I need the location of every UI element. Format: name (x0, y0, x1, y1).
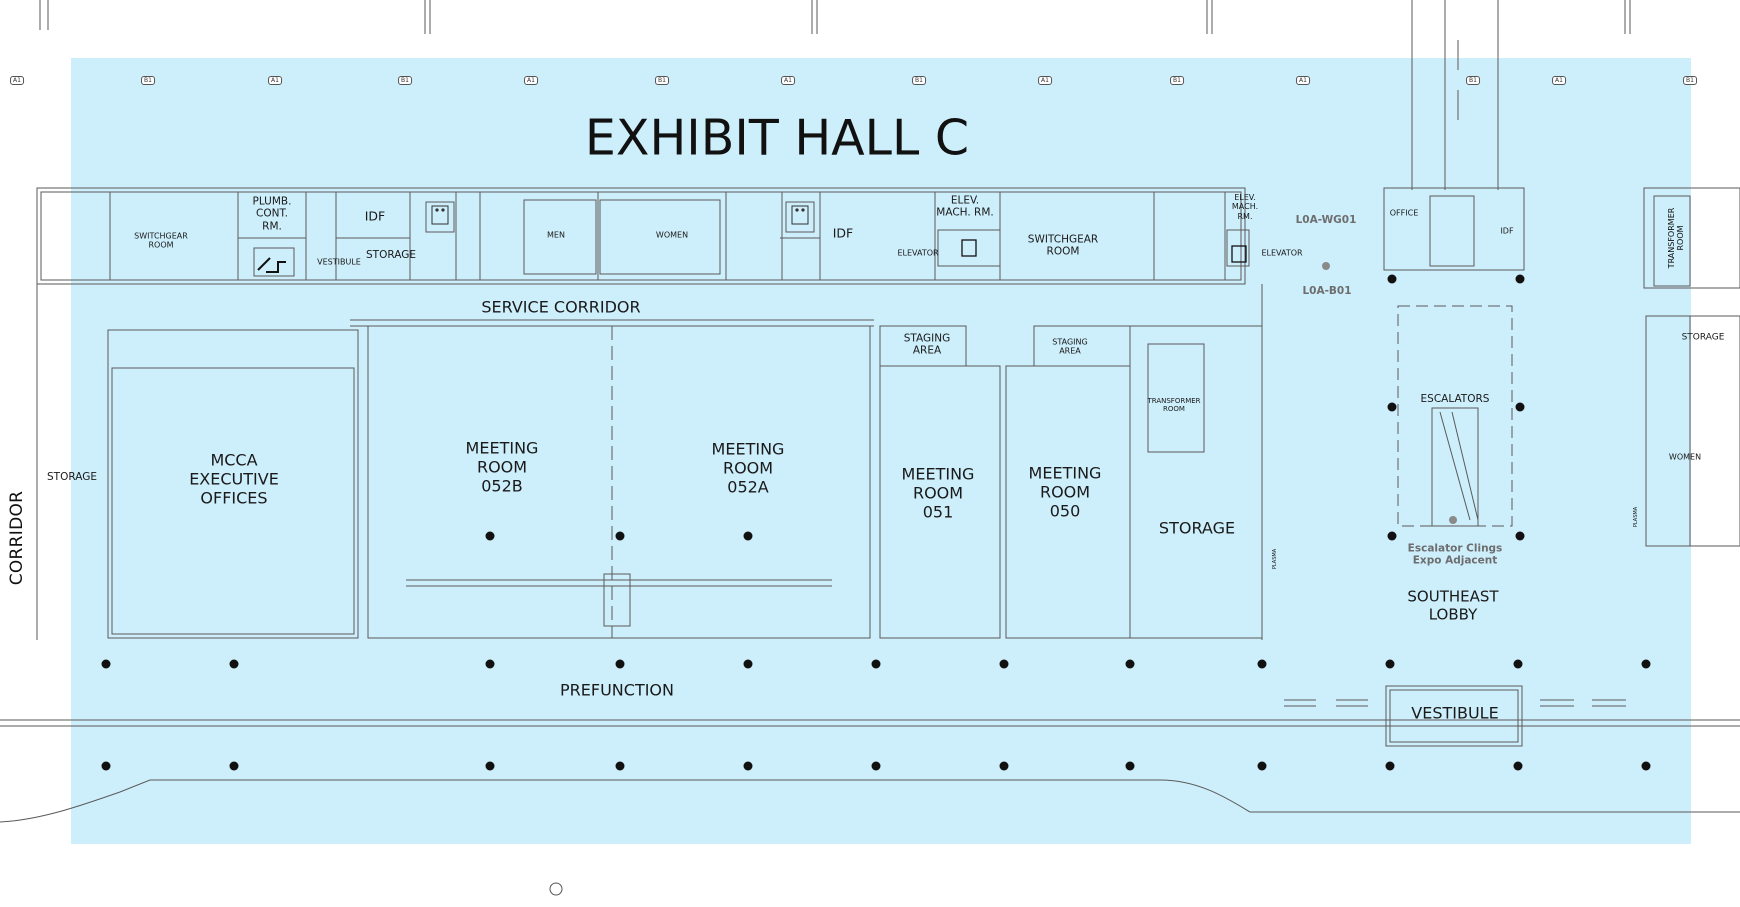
room-men[interactable]: MEN (547, 230, 565, 240)
room-elev-mach-east[interactable]: ELEV. MACH. RM. (1231, 192, 1259, 221)
room-staging-west[interactable]: STAGING AREA (903, 332, 951, 357)
plasma-screen-1: PLASMA (1272, 548, 1278, 570)
room-elev-mach-west[interactable]: ELEV. MACH. RM. (936, 194, 994, 219)
room-elevator-east[interactable]: ELEVATOR (1261, 248, 1303, 258)
grid-marker: B1 (912, 76, 926, 85)
room-idf-west[interactable]: IDF (364, 208, 386, 224)
room-vestibule-small[interactable]: VESTIBULE (317, 257, 361, 267)
room-transformer-small[interactable]: TRANSFORMER ROOM (1147, 396, 1201, 413)
elevator-icon (961, 239, 1247, 263)
corridor-label: CORRIDOR (7, 490, 27, 586)
sign-l0a-wg01[interactable]: L0A-WG01 (1295, 213, 1357, 226)
grid-marker: B1 (1466, 76, 1480, 85)
grid-marker: B1 (398, 76, 412, 85)
service-corridor-label: SERVICE CORRIDOR (481, 297, 641, 317)
room-office[interactable]: OFFICE (1389, 208, 1419, 218)
grid-marker: B1 (1170, 76, 1184, 85)
room-meeting-050[interactable]: MEETING ROOM 050 (1028, 463, 1102, 521)
exhibit-hall-c-highlight (71, 58, 1691, 844)
meeting-rooms (107, 325, 1263, 639)
hall-title: EXHIBIT HALL C (584, 109, 970, 167)
sign-l0a-b01[interactable]: L0A-B01 (1302, 284, 1352, 297)
room-meeting-051[interactable]: MEETING ROOM 051 (901, 464, 975, 522)
room-idf-east[interactable]: IDF (1500, 226, 1514, 236)
room-idf-mid[interactable]: IDF (832, 225, 854, 241)
room-meeting-052a[interactable]: MEETING ROOM 052A (711, 439, 785, 497)
prefunction-label: PREFUNCTION (560, 680, 674, 700)
room-storage-north[interactable]: STORAGE (366, 248, 416, 261)
north-rooms (36, 187, 1250, 285)
room-mcca-executive-offices[interactable]: MCCA EXECUTIVE OFFICES (189, 450, 279, 508)
grid-marker: A1 (781, 76, 795, 85)
room-staging-east[interactable]: STAGING AREA (1052, 337, 1088, 356)
top-ticks (39, 0, 1631, 190)
vestibule-label[interactable]: VESTIBULE (1411, 703, 1499, 723)
room-elevator-west[interactable]: ELEVATOR (897, 248, 939, 258)
southeast-lobby-label[interactable]: SOUTHEAST LOBBY (1407, 587, 1499, 623)
room-plumb-cont[interactable]: PLUMB. CONT. RM. (252, 195, 292, 233)
room-storage-west[interactable]: STORAGE (47, 470, 97, 483)
south-edge (0, 699, 1740, 823)
stair-icon (257, 257, 286, 273)
grid-marker: A1 (1552, 76, 1566, 85)
sign-escalator-clings[interactable]: Escalator Clings Expo Adjacent (1407, 542, 1503, 567)
room-switchgear-west[interactable]: SWITCHGEAR ROOM (134, 231, 188, 250)
room-storage-far-east[interactable]: STORAGE (1681, 332, 1725, 343)
room-switchgear-east[interactable]: SWITCHGEAR ROOM (1027, 233, 1099, 258)
grid-marker: B1 (141, 76, 155, 85)
grid-marker: B1 (1683, 76, 1697, 85)
datum-circle (549, 882, 563, 896)
room-meeting-052b[interactable]: MEETING ROOM 052B (465, 438, 539, 496)
room-storage-large[interactable]: STORAGE (1158, 518, 1236, 538)
restroom-icon (431, 205, 809, 225)
column-dot-icon (101, 262, 1651, 771)
room-women[interactable]: WOMEN (655, 230, 689, 240)
grid-marker: A1 (1296, 76, 1310, 85)
grid-marker: A1 (10, 76, 24, 85)
room-transformer-east[interactable]: TRANSFORMER ROOM (1667, 207, 1685, 269)
room-women-far-east[interactable]: WOMEN (1668, 452, 1702, 462)
grid-marker: A1 (268, 76, 282, 85)
grid-marker: B1 (655, 76, 669, 85)
plasma-screen-2: PLASMA (1633, 506, 1639, 528)
escalators-label[interactable]: ESCALATORS (1420, 392, 1490, 405)
grid-marker: A1 (1038, 76, 1052, 85)
east-lobby (1383, 187, 1740, 747)
grid-marker: A1 (524, 76, 538, 85)
